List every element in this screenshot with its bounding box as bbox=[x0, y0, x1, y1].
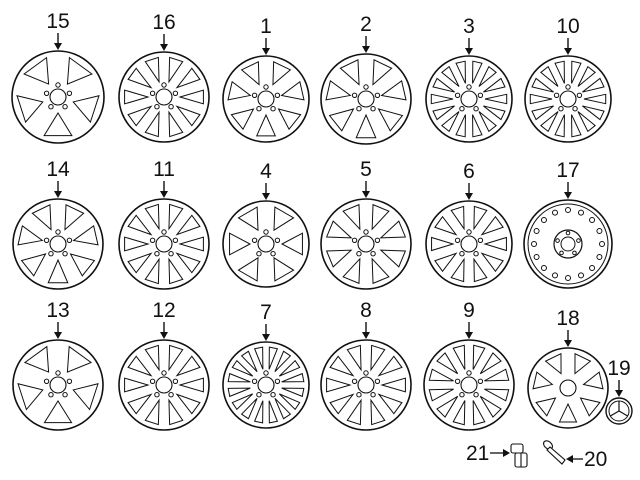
part-label-13: 13 bbox=[46, 299, 70, 322]
part-label-20: 20 bbox=[584, 448, 608, 471]
part-label-2: 2 bbox=[360, 13, 372, 36]
emblem-19-icon bbox=[605, 380, 633, 425]
wheel-9-icon bbox=[423, 322, 515, 431]
wheel-6-icon bbox=[425, 183, 513, 288]
part-label-3: 3 bbox=[463, 15, 475, 38]
part-label-9: 9 bbox=[463, 299, 475, 322]
wheel-3-icon bbox=[425, 38, 513, 143]
part-label-10: 10 bbox=[556, 15, 580, 38]
lug-bolt-icon bbox=[510, 443, 528, 468]
wheel-5-icon bbox=[320, 181, 412, 290]
wheel-15-icon bbox=[11, 33, 105, 144]
wheel-2-icon bbox=[320, 36, 412, 145]
part-label-18: 18 bbox=[556, 307, 580, 330]
wheel-4-icon bbox=[222, 183, 310, 288]
wheel-11-icon bbox=[118, 181, 210, 290]
wheel-17-icon bbox=[523, 182, 613, 289]
part-label-19: 19 bbox=[607, 357, 631, 380]
part-label-8: 8 bbox=[360, 299, 372, 322]
part-label-16: 16 bbox=[152, 11, 176, 34]
part-label-4: 4 bbox=[260, 160, 272, 183]
part-label-21: 21 bbox=[466, 442, 490, 465]
part-label-1: 1 bbox=[260, 15, 272, 38]
wheel-7-icon bbox=[222, 324, 310, 429]
wheel-10-icon bbox=[524, 38, 612, 143]
wheel-13-icon bbox=[12, 322, 104, 431]
valve-stem-icon bbox=[543, 440, 566, 465]
wheel-14-icon bbox=[12, 181, 104, 290]
part-label-11: 11 bbox=[153, 158, 175, 181]
part-label-14: 14 bbox=[46, 158, 70, 181]
wheel-16-icon bbox=[118, 34, 210, 143]
part-label-17: 17 bbox=[556, 159, 580, 182]
wheel-1-icon bbox=[222, 38, 310, 143]
part-label-12: 12 bbox=[152, 299, 176, 322]
part-label-5: 5 bbox=[360, 158, 372, 181]
part-label-15: 15 bbox=[46, 10, 70, 33]
wheel-12-icon bbox=[118, 322, 210, 431]
part-label-7: 7 bbox=[260, 301, 272, 324]
part-label-6: 6 bbox=[463, 160, 475, 183]
hubcap-18-icon bbox=[527, 330, 609, 429]
wheel-8-icon bbox=[320, 322, 412, 431]
